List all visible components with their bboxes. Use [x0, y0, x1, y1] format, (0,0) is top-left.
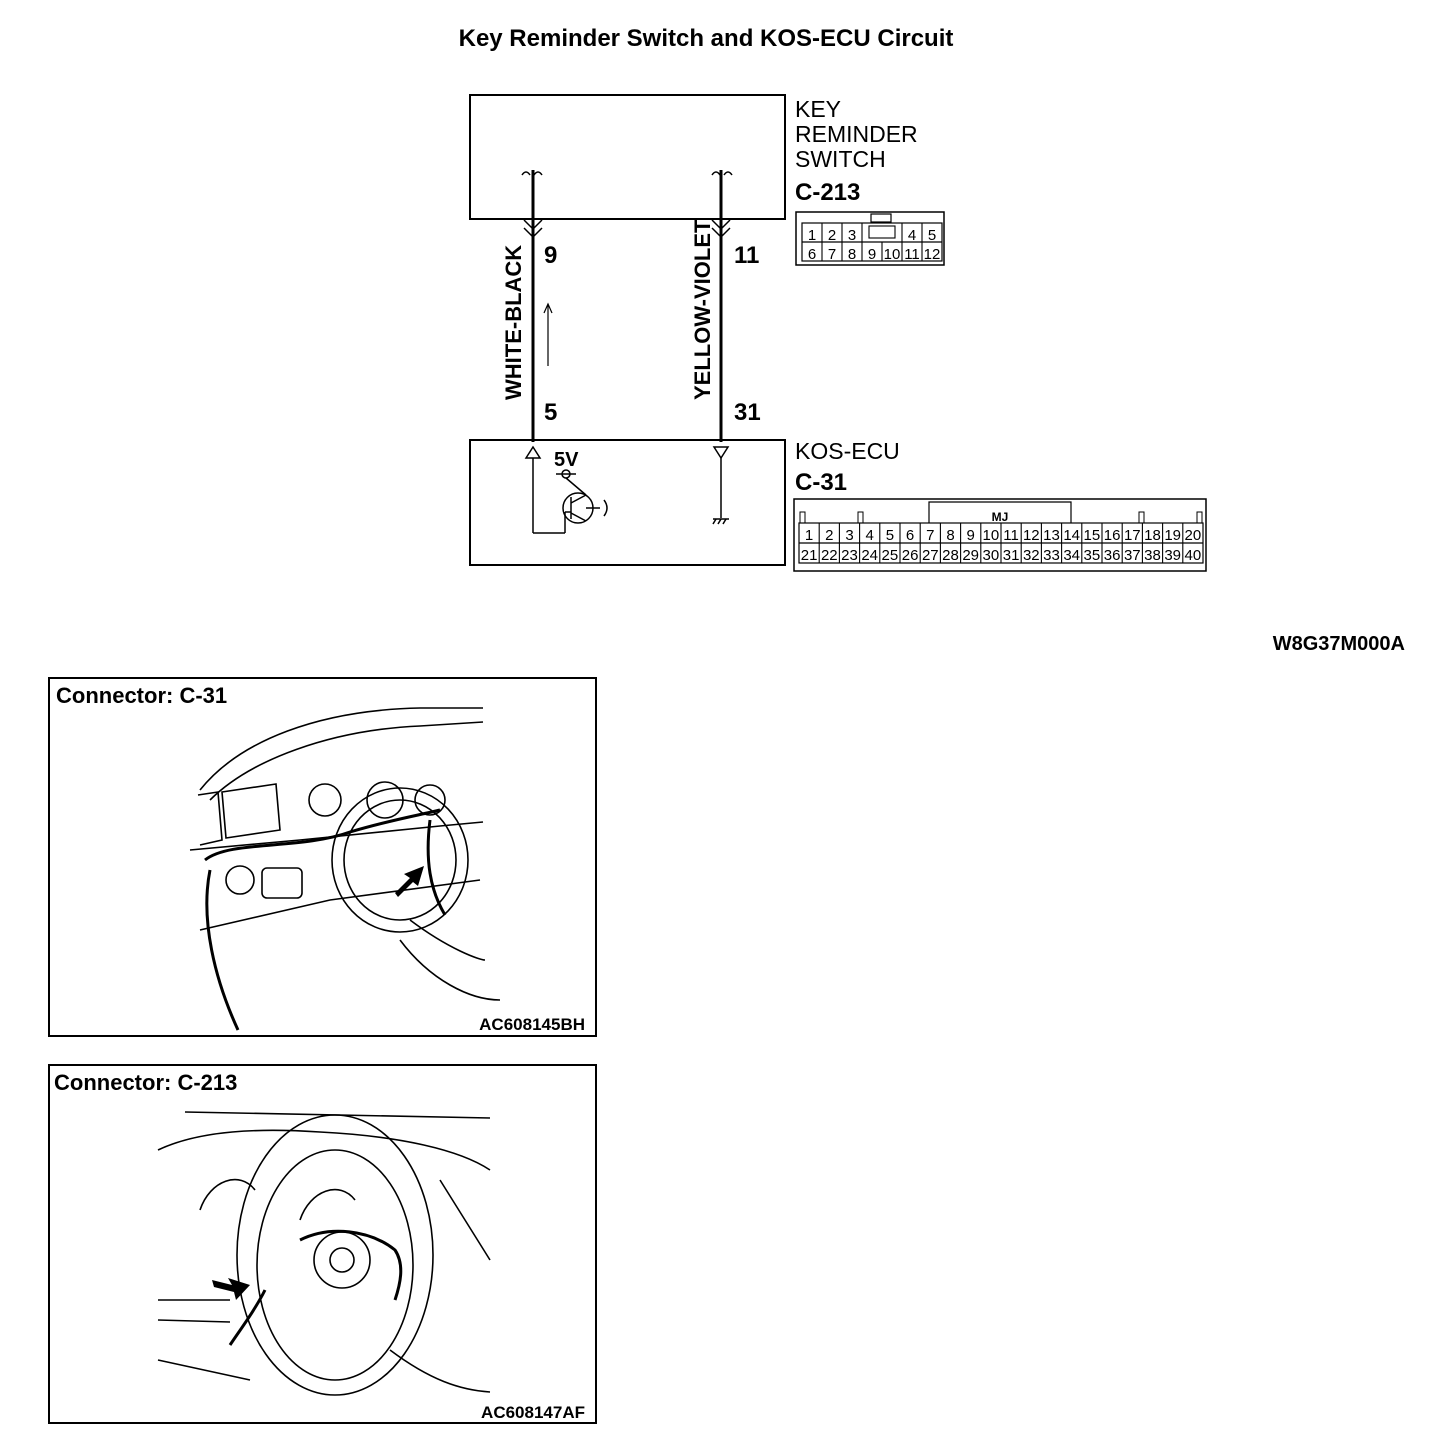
switch-pin-left: 9	[544, 242, 557, 269]
connector-pin-number: 33	[1043, 547, 1060, 564]
connector-pin-number: 19	[1164, 527, 1181, 544]
ecu-voltage-label: 5V	[554, 449, 579, 471]
ecu-pin-left: 5	[544, 399, 557, 426]
arrow-c213-icon	[212, 1278, 250, 1300]
ecu-connector-id: C-31	[795, 469, 847, 496]
connector-pin-number: 10	[884, 246, 901, 263]
ecu-transistor-circuit	[532, 458, 608, 534]
connector-pin-number: 15	[1084, 527, 1101, 544]
connector-pin-number: 8	[848, 246, 856, 263]
connector-pin-number: 27	[922, 547, 939, 564]
connector-pin-number: 16	[1104, 527, 1121, 544]
harness-c31	[204, 808, 447, 1031]
panel-c213-code: AC608147AF	[481, 1403, 585, 1422]
connector-pin-number: 4	[908, 227, 916, 244]
panel-c213-frame	[48, 1064, 597, 1424]
connector-pin-number: 3	[845, 527, 853, 544]
switch-pin-right: 11	[734, 242, 759, 269]
connector-pin-number: 32	[1023, 547, 1040, 564]
connector-pin-number: 36	[1104, 547, 1121, 564]
key-reminder-switch-box	[469, 94, 786, 220]
ground-icon	[712, 518, 729, 525]
connector-pin-number: 2	[828, 227, 836, 244]
connector-pin-number: 12	[924, 246, 941, 263]
connector-pin-number: 25	[882, 547, 899, 564]
switch-contact-right	[711, 171, 733, 176]
connector-pin-number: 2	[825, 527, 833, 544]
connector-pin-number: 28	[942, 547, 959, 564]
connector-pin-number: 21	[801, 547, 818, 564]
connector-pin-number: 4	[866, 527, 874, 544]
c31-keyway-label: MJ	[992, 510, 1009, 524]
ecu-pin-right: 31	[734, 399, 761, 426]
signal-direction-arrow-icon	[543, 302, 553, 366]
connector-pin-number: 10	[983, 527, 1000, 544]
arrow-c31-icon	[395, 866, 424, 897]
connector-pin-number: 12	[1023, 527, 1040, 544]
connector-pin-number: 30	[983, 547, 1000, 564]
connector-pin-number: 1	[805, 527, 813, 544]
connector-pin-number: 7	[926, 527, 934, 544]
connector-pin-number: 23	[841, 547, 858, 564]
diagram-title: Key Reminder Switch and KOS-ECU Circuit	[459, 25, 954, 52]
dashboard-illustration-c213	[157, 1111, 491, 1396]
connector-pin-number: 11	[1003, 527, 1019, 544]
connector-pin-number: 37	[1124, 547, 1141, 564]
connector-pin-number: 38	[1144, 547, 1161, 564]
harness-c213	[228, 1229, 403, 1346]
switch-name-line-1: KEY	[795, 96, 841, 122]
connector-pin-number: 20	[1185, 527, 1202, 544]
connector-pin-number: 1	[808, 227, 816, 244]
connector-pin-number: 9	[967, 527, 975, 544]
connector-pin-number: 11	[904, 246, 920, 263]
panel-c31-title: Connector: C-31	[56, 683, 227, 708]
connector-pin-number: 26	[902, 547, 919, 564]
connector-pin-number: 14	[1063, 527, 1080, 544]
panel-c31-frame	[48, 677, 597, 1037]
connector-pin-number: 24	[861, 547, 878, 564]
switch-connector-id: C-213	[795, 179, 860, 206]
switch-contact-left	[521, 171, 543, 176]
connector-pin-number: 13	[1043, 527, 1060, 544]
connector-pin-number: 6	[906, 527, 914, 544]
connector-pin-number: 6	[808, 246, 816, 263]
connector-pin-number: 40	[1185, 547, 1202, 564]
connector-pin-number: 7	[828, 246, 836, 263]
switch-terminal-right-icon	[711, 219, 731, 239]
connector-pin-number: 3	[848, 227, 856, 244]
connector-pin-number: 31	[1003, 547, 1020, 564]
connector-pin-number: 9	[868, 246, 876, 263]
connector-pin-number: 5	[928, 227, 936, 244]
ecu-name: KOS-ECU	[795, 438, 900, 464]
wire-label-left: WHITE-BLACK	[501, 245, 526, 400]
connector-pin-number: 5	[886, 527, 894, 544]
connector-pin-number: 29	[962, 547, 979, 564]
connector-pin-number: 8	[946, 527, 954, 544]
kos-ecu-box	[469, 439, 786, 566]
connector-pin-number: 18	[1144, 527, 1161, 544]
connector-pin-number: 22	[821, 547, 838, 564]
connector-pin-number: 17	[1124, 527, 1141, 544]
switch-terminal-left-icon	[523, 219, 543, 239]
wire-label-right: YELLOW-VIOLET	[690, 219, 715, 400]
connector-pin-number: 34	[1063, 547, 1080, 564]
switch-name-line-3: SWITCH	[795, 146, 886, 172]
ecu-output-terminal-icon	[712, 446, 730, 460]
connector-pin-number: 35	[1084, 547, 1101, 564]
connector-key-slot	[868, 225, 896, 239]
switch-name-line-2: REMINDER	[795, 121, 918, 147]
panel-c31-code: AC608145BH	[479, 1015, 585, 1034]
panel-c213-title: Connector: C-213	[54, 1070, 237, 1095]
dashboard-illustration-c31	[189, 707, 501, 1001]
ecu-input-terminal-icon	[524, 445, 542, 459]
diagram-code: W8G37M000A	[1273, 633, 1405, 655]
connector-pin-number: 39	[1164, 547, 1181, 564]
